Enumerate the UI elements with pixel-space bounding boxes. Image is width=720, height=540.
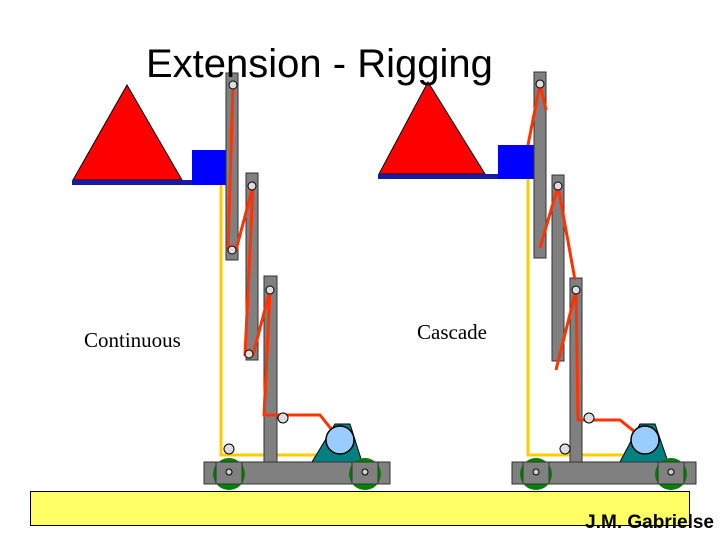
- rope-cascade-3: [554, 288, 646, 442]
- pulley-icon: [553, 181, 563, 191]
- continuous-label: Continuous: [84, 328, 181, 352]
- base-chassis: [511, 461, 697, 485]
- gripper-block-icon: [192, 150, 232, 185]
- pulley-icon: [227, 245, 237, 255]
- pulley-icon: [571, 285, 581, 295]
- pulley-icon: [559, 443, 571, 455]
- slide-title: Extension - Rigging: [146, 42, 493, 86]
- cable-line: [526, 179, 630, 457]
- payload-platform: [378, 174, 536, 179]
- pulley-icon: [535, 79, 545, 89]
- rope-continuous: [226, 84, 342, 441]
- pulley-icon: [265, 285, 275, 295]
- winch-drum-icon: [630, 425, 660, 455]
- pulley-icon: [247, 181, 257, 191]
- pulley-icon: [583, 412, 595, 424]
- author-credit: J.M. Gabrielse: [585, 512, 714, 533]
- payload-triangle-icon: [72, 83, 183, 181]
- stage-3: [533, 71, 547, 259]
- pulley-icon: [244, 349, 254, 359]
- continuous-diagram: [72, 72, 391, 490]
- pulley-icon: [228, 80, 238, 90]
- payload-platform: [72, 180, 232, 185]
- pulley-icon: [277, 412, 289, 424]
- stage-2: [245, 172, 259, 361]
- winch-drum-icon: [325, 425, 355, 455]
- base-chassis: [203, 461, 391, 485]
- cascade-diagram: [378, 71, 697, 490]
- pulley-icon: [223, 443, 235, 455]
- cable-line: [219, 185, 325, 457]
- gripper-block-icon: [498, 145, 536, 179]
- cascade-label: Cascade: [417, 320, 487, 344]
- payload-triangle-icon: [378, 80, 486, 175]
- floor: [30, 491, 690, 526]
